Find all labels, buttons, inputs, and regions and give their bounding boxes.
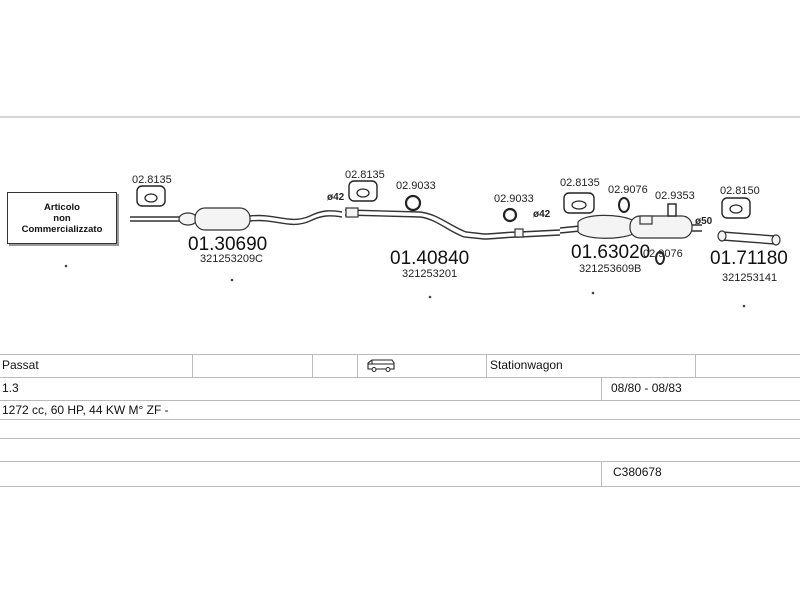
hanger-code: 02.8135 xyxy=(560,177,600,189)
part-code: 01.30690 xyxy=(188,234,267,255)
part-01-30690[interactable] xyxy=(130,207,343,231)
hanger-icon xyxy=(563,192,595,214)
ring-hanger-icon xyxy=(655,251,665,265)
table-divider xyxy=(695,354,696,377)
hanger-code: 02.9076 xyxy=(643,248,683,260)
table-divider xyxy=(486,354,487,377)
table-line xyxy=(0,486,800,487)
part-01-40840[interactable] xyxy=(344,207,561,240)
hanger-icon xyxy=(348,180,378,202)
dot-marker xyxy=(591,291,595,295)
oem-number: 321253201 xyxy=(402,268,457,280)
table-line xyxy=(0,438,800,439)
production-years: 08/80 - 08/83 xyxy=(611,381,682,395)
ring-hanger-icon xyxy=(618,197,630,213)
part-01-71180[interactable] xyxy=(717,230,781,246)
table-line xyxy=(0,354,800,355)
table-divider xyxy=(192,354,193,377)
dot-marker xyxy=(742,304,746,308)
hanger-code: 02.8135 xyxy=(132,174,172,186)
table-divider xyxy=(357,354,358,377)
hanger-icon xyxy=(136,185,166,207)
clamp-icon xyxy=(667,203,677,217)
ring-hanger-icon xyxy=(502,207,518,223)
dot-marker xyxy=(230,278,234,282)
model-name: Passat xyxy=(2,358,39,372)
hanger-code: 02.9033 xyxy=(494,193,534,205)
hanger-code: 02.9353 xyxy=(655,190,695,202)
oem-number: 321253141 xyxy=(722,272,777,284)
diameter-label: ø42 xyxy=(327,192,345,203)
kit-code: C380678 xyxy=(613,465,662,479)
hanger-code: 02.9076 xyxy=(608,184,648,196)
part-code: 01.40840 xyxy=(390,248,469,269)
hanger-code: 02.8135 xyxy=(345,169,385,181)
part-code: 01.71180 xyxy=(710,248,788,269)
dot-marker xyxy=(64,264,68,268)
dot-marker xyxy=(428,295,432,299)
engine-size: 1.3 xyxy=(2,381,19,395)
diameter-label: ø42 xyxy=(533,209,551,220)
table-line xyxy=(0,461,800,462)
hanger-code: 02.8150 xyxy=(720,185,760,197)
table-line xyxy=(0,419,800,420)
ring-hanger-icon xyxy=(404,194,422,212)
hanger-icon xyxy=(721,197,751,219)
body-type: Stationwagon xyxy=(490,358,563,372)
table-divider xyxy=(601,461,602,486)
table-divider xyxy=(312,354,313,377)
engine-spec: 1272 cc, 60 HP, 44 KW M° ZF - xyxy=(2,403,169,417)
table-divider xyxy=(601,377,602,400)
van-icon xyxy=(366,358,396,375)
table-line xyxy=(0,400,800,401)
diameter-label: ø50 xyxy=(695,216,713,227)
hanger-code: 02.9033 xyxy=(396,180,436,192)
oem-number: 321253209C xyxy=(200,253,263,265)
part-01-63020[interactable] xyxy=(559,214,702,239)
oem-number: 321253609B xyxy=(579,263,641,275)
table-line xyxy=(0,377,800,378)
not-available-note: Articolo non Commercializzato xyxy=(7,192,117,244)
part-code: 01.63020 xyxy=(571,242,650,263)
